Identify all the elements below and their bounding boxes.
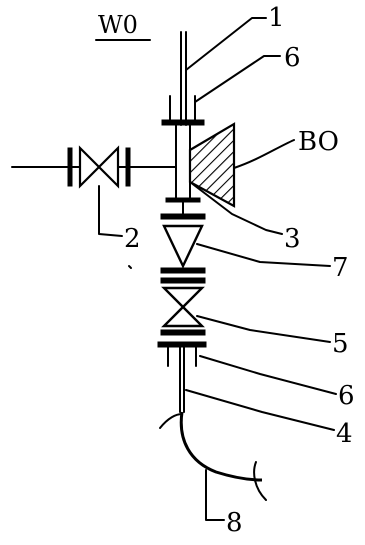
label-7: 7	[332, 253, 349, 283]
gate-valve-bottom-cone	[161, 305, 205, 328]
leader-3	[189, 181, 283, 235]
small-mark	[128, 265, 132, 269]
label-6-top: 6	[284, 43, 301, 73]
top-flange-plate	[161, 119, 205, 126]
label-8: 8	[226, 508, 243, 538]
leader-bo	[233, 139, 295, 169]
leader-2	[98, 185, 123, 237]
gate-valve-top-plate	[160, 277, 206, 284]
check-valve-triangle	[162, 224, 204, 269]
label-2: 2	[124, 224, 141, 254]
side-valve-right-cone	[97, 145, 120, 189]
leader-6-top	[194, 55, 281, 103]
leader-7	[196, 243, 331, 267]
label-5: 5	[332, 329, 349, 359]
leader-6-bottom	[199, 355, 337, 395]
label-3: 3	[284, 224, 301, 254]
label-4: 4	[336, 419, 353, 449]
bo-block	[188, 122, 236, 208]
leader-8	[205, 469, 225, 521]
gate-valve-top-cone	[161, 286, 205, 309]
hose-right-end	[253, 461, 267, 501]
hose-line	[179, 411, 263, 482]
label-6-bottom: 6	[338, 381, 355, 411]
label-bo: BO	[298, 127, 339, 157]
gate-valve-bottom-plate	[160, 329, 206, 336]
check-valve-bottom-plate	[160, 267, 206, 274]
hose-left-end	[159, 413, 183, 429]
bottom-flange-plate	[157, 341, 207, 348]
diagram-title: W0	[98, 11, 138, 39]
side-valve-left-cone	[78, 145, 101, 189]
leader-1	[185, 17, 267, 71]
label-1: 1	[268, 3, 285, 33]
leader-4	[185, 389, 335, 431]
check-valve-top-plate	[160, 213, 206, 220]
leader-5	[196, 315, 331, 343]
